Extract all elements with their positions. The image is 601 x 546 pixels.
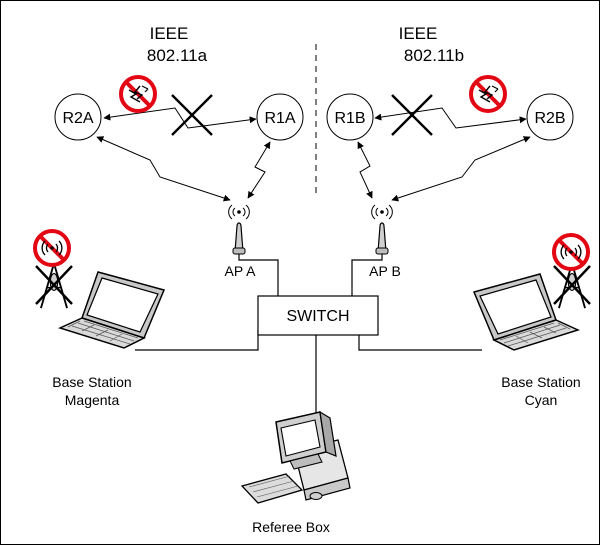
standard-label-right: IEEE 802.11b: [399, 24, 464, 65]
robot-r1b-circle: [326, 93, 374, 141]
access-point-b: AP B: [369, 204, 401, 279]
no-wireless-icon: [119, 75, 157, 113]
robot-r2b-circle: [526, 93, 574, 141]
robot-r2b-label: R2B: [534, 110, 565, 127]
switch-rect: [257, 295, 379, 336]
wire-ap-a-switch: [238, 254, 279, 296]
wireless-links: [96, 107, 531, 202]
no-wireless-icon: [33, 229, 71, 267]
no-wireless-icon: [469, 75, 507, 113]
link-r1b-r2b: [374, 107, 527, 129]
robot-r2a-label: R2A: [62, 110, 93, 127]
access-point-icon: [371, 204, 393, 255]
robot-r1b: R1B: [326, 93, 374, 141]
switch-box: SWITCH: [257, 295, 379, 336]
cross-mark-icon: [553, 265, 591, 305]
robot-r1a: R1A: [256, 93, 304, 141]
standard-label-left: IEEE 802.11a: [147, 24, 208, 65]
robot-r1a-circle: [256, 93, 304, 141]
base-station-magenta-line1: Base Station: [52, 374, 131, 390]
desktop-computer-icon: [240, 410, 351, 504]
link-r2a-r1a: [103, 107, 257, 129]
standard-left-line1: IEEE: [150, 24, 189, 43]
switch-label: SWITCH: [286, 308, 349, 325]
robot-r2b: R2B: [526, 93, 574, 141]
laptop-icon: [59, 271, 165, 349]
base-station-cyan: Base Station Cyan: [473, 233, 591, 408]
access-point-b-label: AP B: [369, 263, 401, 279]
wire-ap-b-switch: [351, 254, 383, 296]
robot-r2a-circle: [54, 93, 102, 141]
access-point-icon: [228, 204, 250, 255]
standard-right-line1: IEEE: [399, 24, 438, 43]
access-point-a-label: AP A: [225, 263, 257, 279]
robot-r1a-label: R1A: [264, 110, 295, 127]
wire-switch-magenta: [135, 330, 259, 351]
access-point-a: AP A: [225, 204, 257, 279]
no-wireless-icon: [552, 233, 590, 271]
standard-right-line2: 802.11b: [404, 46, 464, 65]
link-r2a-ap-a: [96, 136, 231, 202]
laptop-icon: [473, 273, 579, 351]
referee-box-label: Referee Box: [252, 519, 330, 535]
base-station-magenta: Base Station Magenta: [33, 229, 165, 408]
cross-mark-icon: [391, 94, 433, 136]
link-r2b-ap-b: [391, 136, 531, 202]
base-station-cyan-line1: Base Station: [501, 374, 580, 390]
link-r1b-ap-b: [357, 141, 373, 199]
cross-mark-icon: [35, 265, 73, 305]
cross-mark-icon: [171, 94, 213, 136]
robot-r2a: R2A: [54, 93, 102, 141]
link-r1a-ap-a: [247, 141, 271, 199]
wired-links: [135, 254, 482, 427]
robot-r1b-label: R1B: [334, 110, 365, 127]
referee-box: Referee Box: [240, 410, 351, 535]
wire-switch-cyan: [358, 330, 482, 351]
base-station-magenta-line2: Magenta: [65, 392, 120, 408]
base-station-cyan-line2: Cyan: [525, 392, 558, 408]
standard-left-line2: 802.11a: [147, 46, 208, 65]
